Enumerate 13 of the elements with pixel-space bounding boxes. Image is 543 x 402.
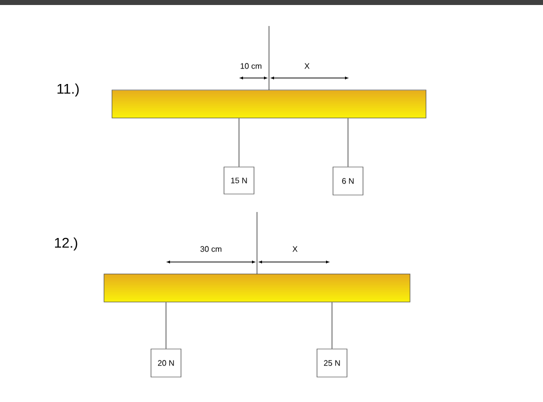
- dimension-label: 30 cm: [200, 246, 222, 252]
- dimension-label: X: [304, 63, 310, 69]
- problem-number: 12.): [55, 237, 78, 251]
- beam: [104, 274, 410, 302]
- weight-box: 20 N: [150, 348, 182, 378]
- weight-box: 25 N: [316, 348, 348, 378]
- weight-box: 15 N: [224, 166, 254, 194]
- dimension-label: X: [292, 246, 298, 252]
- problem-number: 11.): [58, 83, 79, 97]
- string-line: [238, 118, 240, 168]
- beam: [112, 90, 426, 118]
- dimension-label: 10 cm: [240, 63, 262, 69]
- weight-box: 6 N: [332, 166, 364, 196]
